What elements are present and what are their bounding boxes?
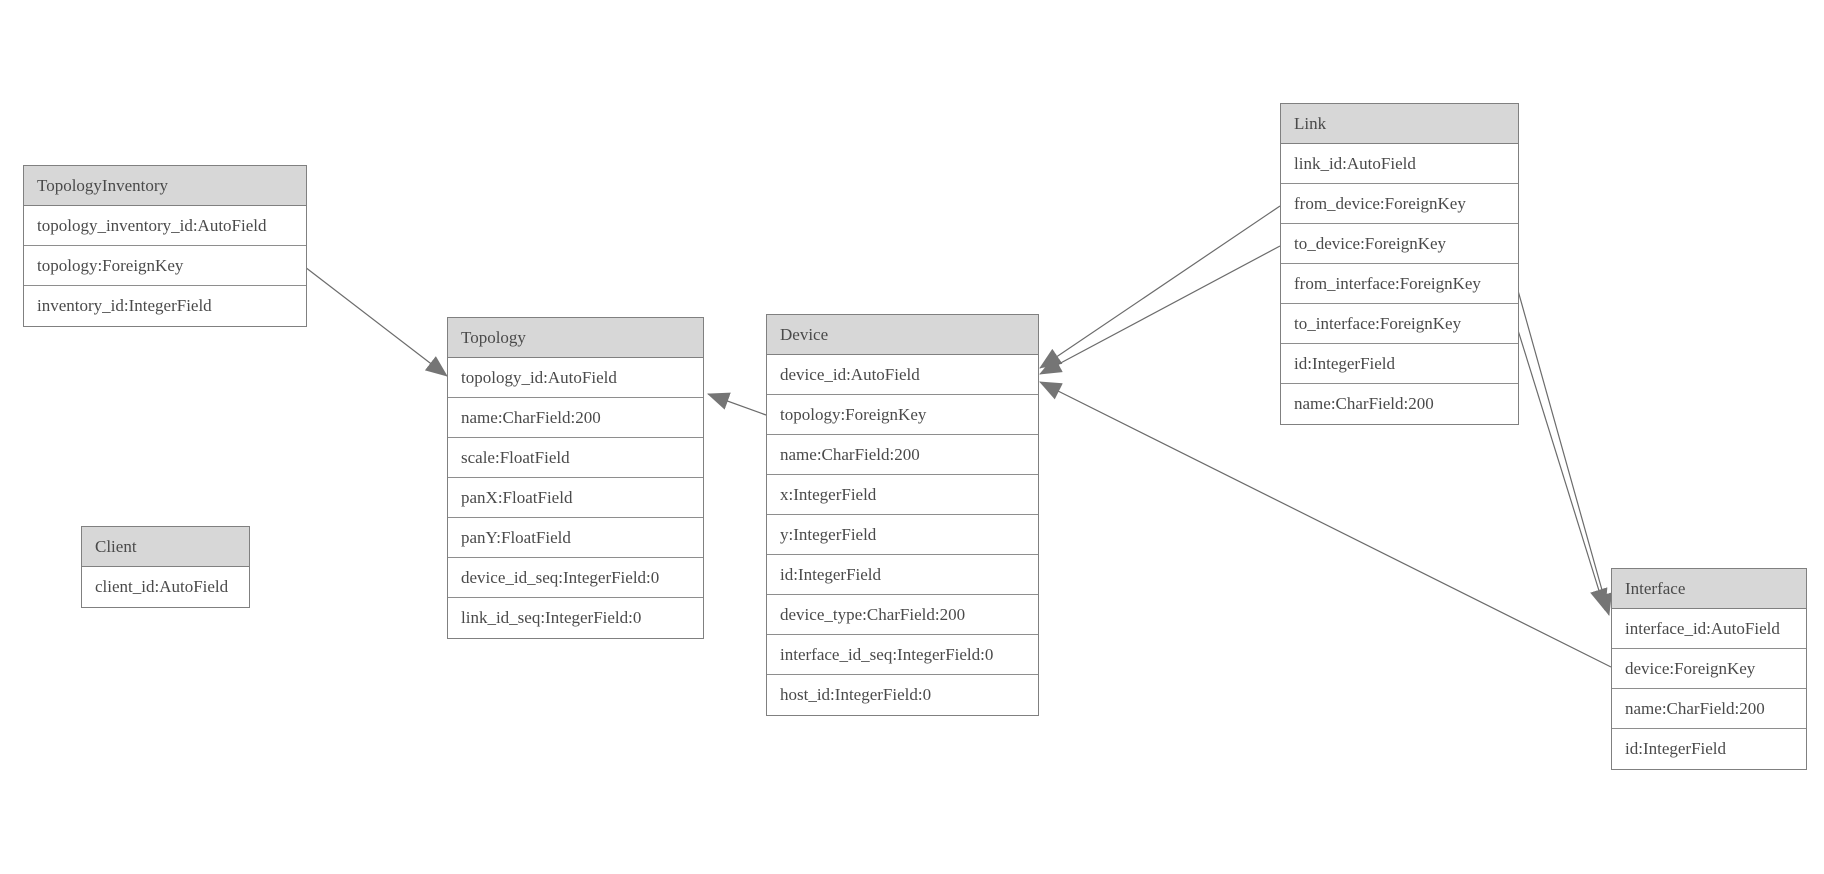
field-topology-device-id-seq: device_id_seq:IntegerField:0: [448, 558, 703, 598]
field-link-id: link_id:AutoField: [1281, 144, 1518, 184]
field-device-name: name:CharField:200: [767, 435, 1038, 475]
field-client-id: client_id:AutoField: [95, 577, 229, 596]
field-device-y: y:IntegerField: [767, 515, 1038, 555]
edge-link-todevice-device: [1039, 245, 1281, 375]
entity-interface: Interface interface_id:AutoField device:…: [1611, 568, 1807, 770]
entity-device-title: Device: [767, 315, 1038, 355]
field-device-generic-id: id:IntegerField: [767, 555, 1038, 595]
field-device-x: x:IntegerField: [767, 475, 1038, 515]
field-topology-inventory-id: topology_inventory_id:AutoField: [24, 206, 306, 246]
field-link-from-interface: from_interface:ForeignKey: [1281, 264, 1518, 304]
field-link-from-device: from_device:ForeignKey: [1281, 184, 1518, 224]
field-device-type: device_type:CharField:200: [767, 595, 1038, 635]
entity-topology: Topology topology_id:AutoField name:Char…: [447, 317, 704, 639]
field-link-name: name:CharField:200: [1294, 394, 1434, 413]
entity-topology-inventory: TopologyInventory topology_inventory_id:…: [23, 165, 307, 327]
field-interface-device-fk: device:ForeignKey: [1612, 649, 1806, 689]
entity-topology-title: Topology: [448, 318, 703, 358]
entity-topology-inventory-title: TopologyInventory: [24, 166, 306, 206]
field-link-to-device: to_device:ForeignKey: [1281, 224, 1518, 264]
field-interface-name: name:CharField:200: [1612, 689, 1806, 729]
field-interface-generic-id: id:IntegerField: [1625, 739, 1727, 758]
edge-topologyinventory-topology: [304, 266, 448, 377]
field-topology-fk: topology:ForeignKey: [24, 246, 306, 286]
field-link-to-interface: to_interface:ForeignKey: [1281, 304, 1518, 344]
field-device-interface-id-seq: interface_id_seq:IntegerField:0: [767, 635, 1038, 675]
field-topology-id: topology_id:AutoField: [448, 358, 703, 398]
field-device-id: device_id:AutoField: [767, 355, 1038, 395]
field-interface-id: interface_id:AutoField: [1612, 609, 1806, 649]
entity-client: Client client_id:AutoField: [81, 526, 250, 608]
field-link-generic-id: id:IntegerField: [1281, 344, 1518, 384]
field-device-topology-fk: topology:ForeignKey: [767, 395, 1038, 435]
field-topology-name: name:CharField:200: [448, 398, 703, 438]
entity-link-title: Link: [1281, 104, 1518, 144]
edge-link-fromdevice-device: [1039, 205, 1281, 369]
edge-interface-device: [1039, 381, 1612, 668]
entity-client-title: Client: [82, 527, 249, 567]
entity-link: Link link_id:AutoField from_device:Forei…: [1280, 103, 1519, 425]
edge-link-tointerface-interface: [1516, 326, 1608, 611]
field-topology-panx: panX:FloatField: [448, 478, 703, 518]
field-device-host-id: host_id:IntegerField:0: [780, 685, 932, 704]
edge-device-topology: [707, 392, 767, 416]
entity-device: Device device_id:AutoField topology:Fore…: [766, 314, 1039, 716]
entity-interface-title: Interface: [1612, 569, 1806, 609]
field-topology-pany: panY:FloatField: [448, 518, 703, 558]
edge-link-frominterface-interface: [1516, 286, 1612, 616]
field-topology-link-id-seq: link_id_seq:IntegerField:0: [461, 608, 642, 627]
field-inventory-id: inventory_id:IntegerField: [37, 296, 212, 315]
field-topology-scale: scale:FloatField: [448, 438, 703, 478]
